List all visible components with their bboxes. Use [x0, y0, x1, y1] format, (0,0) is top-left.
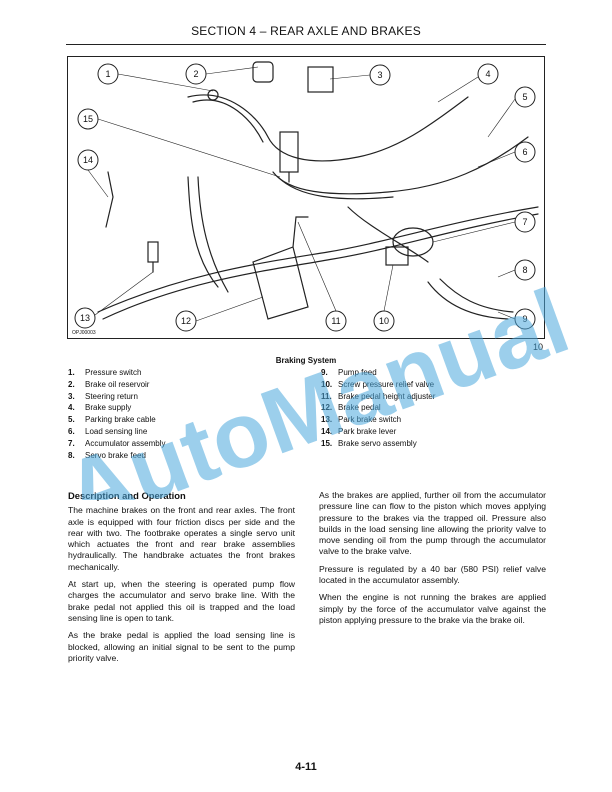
body-paragraph: As the brake pedal is applied the load s… — [68, 630, 295, 663]
page-number: 4-11 — [295, 761, 317, 773]
callout-12: 12 — [181, 316, 191, 326]
callout-3: 3 — [377, 70, 382, 80]
section-heading: Description and Operation — [68, 490, 186, 501]
callout-6: 6 — [522, 147, 527, 157]
figure-reference-number: 10 — [533, 342, 544, 352]
legend-item: 2.Brake oil reservoir — [68, 379, 150, 389]
legend-item: 15.Brake servo assembly — [321, 438, 417, 448]
legend-item: 11.Brake pedal height adjuster — [321, 391, 436, 401]
body-paragraph: At start up, when the steering is operat… — [68, 579, 295, 623]
legend-item: 10.Screw pressure relief valve — [321, 379, 435, 389]
legend-item: 14.Park brake lever — [321, 426, 397, 436]
legend-item: 12.Brake pedal — [321, 403, 381, 413]
legend-left-column: 1.Pressure switch 2.Brake oil reservoir … — [68, 367, 165, 461]
callout-10: 10 — [379, 316, 389, 326]
legend-item: 7.Accumulator assembly — [68, 438, 166, 448]
legend-right-column: 9.Pump feed 10.Screw pressure relief val… — [321, 367, 435, 450]
body-paragraph: When the engine is not running the brake… — [319, 592, 546, 625]
body-paragraph: The machine brakes on the front and rear… — [68, 505, 295, 572]
legend-item: 4.Brake supply — [68, 403, 132, 413]
legend-item: 5.Parking brake cable — [68, 415, 156, 425]
header-rule — [66, 44, 546, 45]
callout-1: 1 — [105, 69, 110, 79]
callout-5: 5 — [522, 92, 527, 102]
legend-title: Braking System — [275, 356, 337, 365]
legend-item: 13.Park brake switch — [321, 415, 402, 425]
figure-code: OPJ00003 — [72, 330, 96, 336]
legend-item: 6.Load sensing line — [68, 426, 148, 436]
callout-4: 4 — [485, 69, 490, 79]
callout-2: 2 — [193, 69, 198, 79]
braking-system-diagram: 1 2 3 4 5 6 7 8 9 10 11 12 13 14 15 — [67, 56, 545, 339]
legend-item: 3.Steering return — [68, 391, 138, 401]
legend-item: 8.Servo brake feed — [68, 450, 146, 460]
body-right-column: As the brakes are applied, further oil f… — [319, 490, 546, 632]
callout-13: 13 — [80, 313, 90, 323]
body-paragraph: Pressure is regulated by a 40 bar (580 P… — [319, 563, 546, 586]
callout-9: 9 — [522, 314, 527, 324]
callout-11: 11 — [331, 316, 340, 326]
callout-14: 15 — [83, 114, 93, 124]
section-header: SECTION 4 – REAR AXLE AND BRAKES — [191, 24, 421, 38]
body-left-column: Description and Operation The machine br… — [68, 490, 295, 670]
legend-item: 9.Pump feed — [321, 368, 377, 377]
legend-item: 1.Pressure switch — [68, 368, 142, 377]
diagram-drawing: 1 2 3 4 5 6 7 8 9 10 11 12 13 14 15 — [74, 61, 539, 332]
body-paragraph: As the brakes are applied, further oil f… — [319, 490, 546, 557]
callout-8: 8 — [522, 265, 527, 275]
callout-7: 7 — [522, 217, 527, 227]
callout-15: 14 — [83, 155, 93, 165]
